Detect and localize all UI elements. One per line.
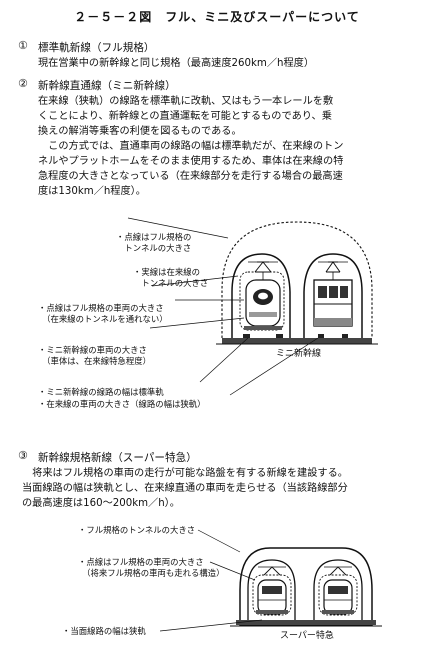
section-3-number: ③ (18, 449, 28, 462)
text-line: 度は130km／h程度）。 (38, 186, 146, 197)
section-3-heading: 新幹線規格新線（スーパー特急） (38, 452, 197, 464)
section-2-number: ② (18, 77, 28, 90)
fig1-label-mini-car-2: （車体は、在来線特急程度） (38, 356, 152, 366)
text-line: 急程度の大きさとなっている（在来線部分を走行する場合の最高速 (38, 171, 343, 182)
fig1-caption: ミニ新幹線 (276, 349, 322, 359)
fig1-label-conventional-tunnel-2: トンネルの大きさ (133, 278, 209, 288)
ground-base (222, 338, 372, 344)
fig1-label-full-tunnel-2: トンネルの大きさ (116, 243, 192, 253)
section-1-heading: 標準軌新線（フル規格） (38, 42, 155, 54)
section-1-number: ① (18, 39, 28, 52)
text-line: ネルやプラットホームをそのまま使用するため、車体は在来線の特 (38, 156, 344, 167)
text-line: 換えの解消等乗客の利便を図るものである。 (38, 126, 242, 137)
super-car-right (323, 579, 353, 615)
fig2-label-full-car-1: ・点線はフル規格の車両の大きさ (78, 557, 204, 567)
section-1-body-line: 現在営業中の新幹線と同じ規格（最高速度260km／h程度） (38, 58, 315, 69)
conventional-tunnel-right (303, 253, 363, 338)
fig1-label-full-car-2: （在来線のトンネルを通れない） (38, 314, 168, 324)
section-3-paragraph: 将来はフル規格の車両の走行が可能な路盤を有する新線を建設する。 当面線路の幅は狭… (22, 466, 424, 511)
fig2-label-gauge: ・当面線路の幅は狭軌 (62, 626, 146, 636)
section-2-paragraph-1: 在来線（狭軌）の線路を標準軌に改軌、又はもう一本レールを敷 くことにより、新幹線… (38, 94, 424, 139)
super-tunnel-outline (239, 547, 373, 626)
fig2-caption: スーパー特急 (280, 631, 334, 641)
text-line: この方式では、直通車両の線路の幅は標準軌だが、在来線のトン (38, 141, 344, 152)
super-bore-right (313, 559, 363, 620)
figure-title: ２－５－２図 フル、ミニ及びスーパーについて (74, 10, 360, 24)
text-line: 当面線路の幅は狭軌とし、在来線直通の車両を走らせる（当該路線部分 (22, 483, 348, 494)
fig1-label-mini-car-1: ・ミニ新幹線の車両の大きさ (38, 345, 147, 355)
fig1-label-conventional-tunnel-1: ・実線は在来線の (133, 267, 200, 277)
fig1-label-mini-gauge: ・ミニ新幹線の線路の幅は標準軌 (38, 387, 164, 397)
fig1-label-full-tunnel-1: ・点線はフル規格の (116, 232, 192, 242)
super-car-left (257, 579, 287, 615)
fig2-label-full-tunnel: ・フル規格のトンネルの大きさ (78, 525, 196, 535)
full-tunnel-outline (221, 221, 373, 338)
section-1-body: 現在営業中の新幹線と同じ規格（最高速度260km／h程度） (38, 56, 424, 71)
text-line: 将来はフル規格の車両の走行が可能な路盤を有する新線を建設する。 (22, 468, 348, 479)
fig1-label-full-car-1: ・点線はフル規格の車両の大きさ (38, 303, 164, 313)
fig1-label-conventional-car: ・在来線の車両の大きさ（線路の幅は狭軌） (38, 399, 206, 409)
section-2-paragraph-2: この方式では、直通車両の線路の幅は標準軌だが、在来線のトン ネルやプラットホーム… (38, 139, 424, 199)
section-2-heading: 新幹線直通線（ミニ新幹線） (38, 80, 176, 92)
text-line: くことにより、新幹線との直通運転を可能とするものであり、乗 (38, 111, 332, 122)
text-line: 在来線（狭軌）の線路を標準軌に改軌、又はもう一本レールを敷 (38, 96, 334, 107)
text-line: の最高速度は160～200km／h）。 (22, 498, 180, 509)
fig2-label-full-car-2: （将来フル規格の車両も走れる構造） (78, 568, 225, 578)
conventional-tunnel-left (231, 253, 291, 338)
